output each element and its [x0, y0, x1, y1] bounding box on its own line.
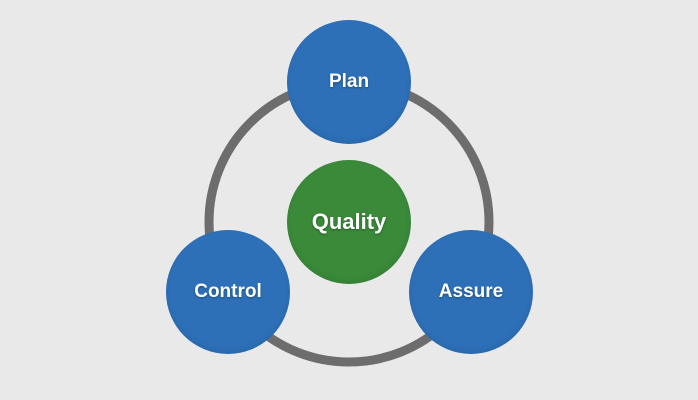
control-node: Control	[166, 230, 290, 354]
quality-center-node: Quality	[287, 160, 411, 284]
assure-node: Assure	[409, 230, 533, 354]
plan-node: Plan	[287, 20, 411, 144]
